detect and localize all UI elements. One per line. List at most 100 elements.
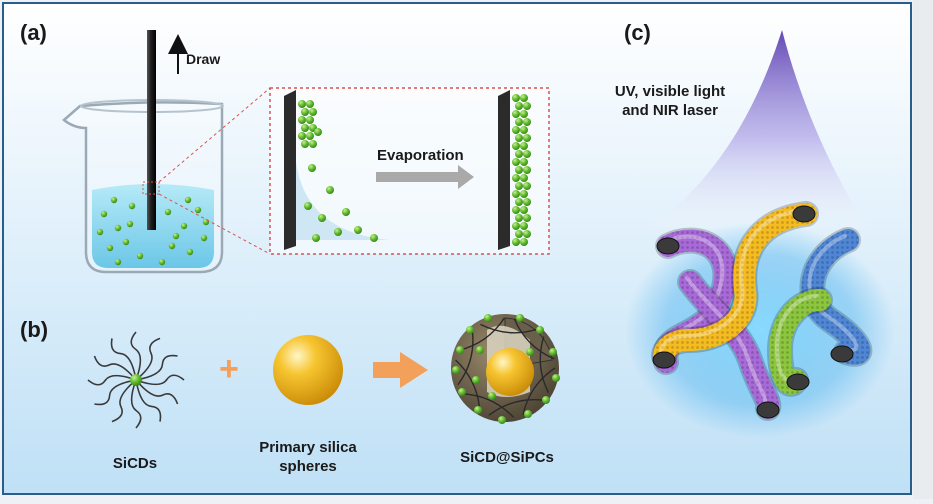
green-particle — [523, 118, 531, 126]
green-particle — [298, 132, 306, 140]
fiber-purple-front-texture — [679, 271, 780, 419]
green-particle — [354, 226, 362, 234]
green-particle — [194, 206, 202, 214]
substrate-left — [284, 90, 296, 250]
green-particle — [512, 222, 520, 230]
ligand-chain — [135, 374, 185, 386]
panel-b-label: (b) — [20, 317, 49, 342]
shell-ligand — [457, 330, 474, 386]
green-particle — [110, 196, 118, 204]
green-particle — [523, 166, 531, 174]
green-particle — [370, 234, 378, 242]
composite-particle — [451, 314, 560, 424]
shell-ligand — [455, 359, 481, 412]
green-particle — [488, 392, 496, 400]
green-particle — [114, 258, 122, 266]
ligand-chain — [135, 379, 162, 422]
composite-caption: SiCD@SiPCs — [460, 449, 554, 466]
green-particle — [542, 396, 550, 404]
green-particle — [312, 234, 320, 242]
ligand-chain — [130, 331, 142, 381]
green-particle — [342, 208, 350, 216]
green-particle — [326, 186, 334, 194]
substrate-right — [498, 90, 510, 250]
green-particle — [512, 206, 520, 214]
plus-sign: + — [219, 350, 239, 388]
green-particle — [180, 222, 188, 230]
green-particle — [520, 126, 528, 134]
green-particle — [298, 100, 306, 108]
carbon-dot-core — [130, 374, 142, 386]
light-caption: UV, visible light and NIR laser — [600, 82, 740, 120]
green-particle — [458, 388, 466, 396]
green-particle — [515, 166, 523, 174]
ligand-chain — [93, 355, 137, 381]
green-particle — [523, 198, 531, 206]
green-particle — [512, 190, 520, 198]
green-particle — [301, 140, 309, 148]
green-particle — [164, 208, 172, 216]
green-particle — [512, 174, 520, 182]
green-particle — [526, 348, 534, 356]
green-particle — [520, 190, 528, 198]
green-particle — [474, 406, 482, 414]
silica-caption-line2: spheres — [279, 458, 337, 475]
green-particle — [512, 158, 520, 166]
green-particle — [298, 116, 306, 124]
green-particle — [126, 220, 134, 228]
green-particle — [122, 238, 130, 246]
shell-ligand — [462, 393, 515, 418]
shell-ligand — [539, 336, 550, 394]
ligand-chain — [135, 379, 179, 405]
draw-label: Draw — [186, 51, 221, 67]
green-particle — [520, 206, 528, 214]
fiber-end-cap — [786, 373, 810, 391]
shell-ligand — [522, 367, 556, 415]
green-particle — [498, 416, 506, 424]
green-particle — [318, 214, 326, 222]
green-particle — [515, 150, 523, 158]
zoom-line-top — [158, 87, 271, 183]
green-particle — [309, 108, 317, 116]
green-particle — [452, 366, 460, 374]
green-particle — [523, 102, 531, 110]
green-particle — [96, 228, 104, 236]
green-particle — [515, 182, 523, 190]
green-particle — [172, 232, 180, 240]
green-particle — [515, 214, 523, 222]
green-particle — [520, 110, 528, 118]
green-particle — [304, 202, 312, 210]
green-particle — [484, 314, 492, 322]
green-particle — [523, 150, 531, 158]
green-particle — [549, 348, 557, 356]
green-particle — [472, 376, 480, 384]
fiber-yellow-texture — [653, 203, 817, 367]
green-particle — [523, 182, 531, 190]
green-particle — [512, 142, 520, 150]
evaporation-label: Evaporation — [377, 147, 464, 164]
ligand-chain — [135, 354, 178, 381]
green-particle — [306, 100, 314, 108]
light-caption-line2: and NIR laser — [622, 102, 718, 119]
synthesis-arrow — [373, 352, 428, 388]
zoom-source-box — [142, 181, 160, 195]
green-particle — [520, 94, 528, 102]
green-particle — [536, 326, 544, 334]
green-particle — [520, 158, 528, 166]
shell-ligand — [488, 399, 544, 416]
ligand-chain — [111, 379, 137, 423]
green-particle — [308, 164, 316, 172]
fiber-end-cap — [830, 345, 854, 363]
fiber-blue-texture — [801, 229, 871, 365]
sicds-caption: SiCDs — [112, 455, 158, 472]
ligand-chain — [87, 374, 137, 386]
green-particle — [520, 222, 528, 230]
green-particle — [516, 314, 524, 322]
light-caption-line1: UV, visible light — [614, 83, 726, 100]
green-particle — [306, 132, 314, 140]
green-particle — [100, 210, 108, 218]
shell-ligand — [480, 323, 537, 334]
silica-caption-line1: Primary silica — [259, 439, 357, 456]
